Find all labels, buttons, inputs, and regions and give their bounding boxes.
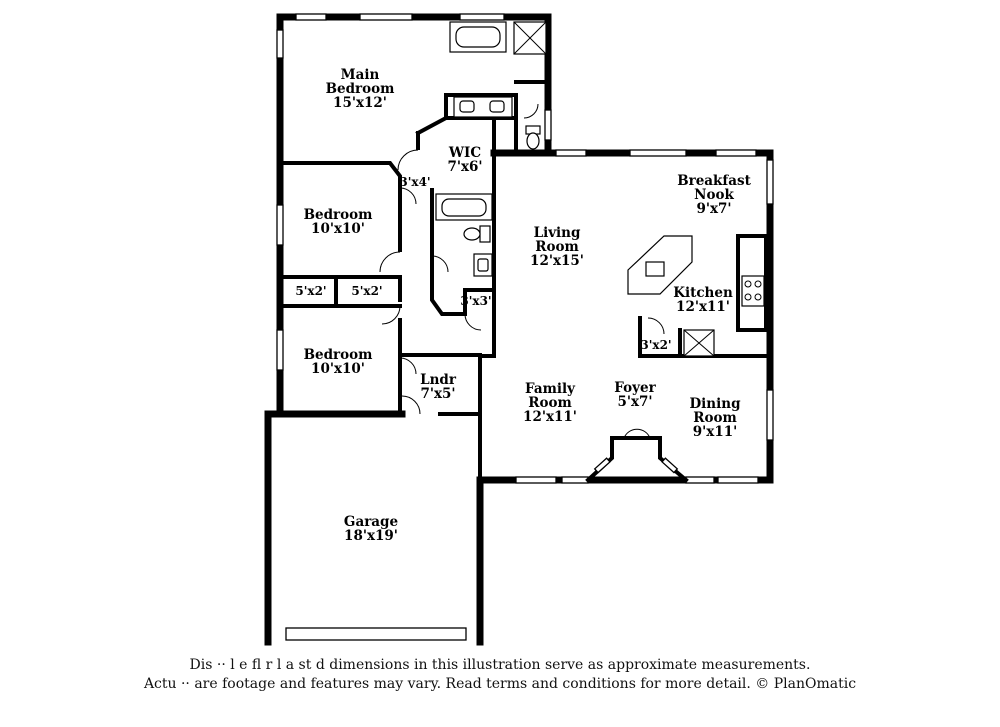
disclaimer-line-1: Dis ·· l e fl r l a st d dimensions in t… <box>189 657 811 673</box>
garage-door <box>285 627 467 641</box>
room-bedroom-1: Bedroom 10'x10' <box>304 208 373 236</box>
room-dimensions: 10'x10' <box>311 361 365 377</box>
room-name: WIC <box>448 145 482 161</box>
room-name: Breakfast <box>677 173 751 189</box>
doors <box>379 103 665 415</box>
room-wic: WIC 7'x6' <box>447 146 482 174</box>
room-dimensions: 12'x15' <box>530 253 584 269</box>
room-bedroom-2: Bedroom 10'x10' <box>304 348 373 376</box>
room-dimensions: 15'x12' <box>333 95 387 111</box>
room-dimensions: 7'x5' <box>420 386 456 402</box>
room-dimensions: 18'x19' <box>344 528 398 544</box>
room-laundry: Lndr 7'x5' <box>420 373 456 401</box>
room-kitchen: Kitchen 12'x11' <box>673 286 733 314</box>
room-closet-a: 5'x2' <box>295 284 327 298</box>
room-name: Bedroom <box>303 347 373 363</box>
room-name: Lndr <box>420 372 456 388</box>
disclaimer: Dis ·· l e fl r l a st d dimensions in t… <box>0 656 1000 694</box>
room-name: Main <box>340 67 380 83</box>
fixtures <box>435 21 765 357</box>
foyer-bay <box>585 428 689 483</box>
room-dimensions: 7'x6' <box>447 159 483 175</box>
room-breakfast-nook: Breakfast Nook 9'x7' <box>677 174 751 216</box>
room-name: Room <box>528 395 572 411</box>
room-dimensions: 9'x11' <box>692 424 738 440</box>
room-name: Garage <box>343 514 399 530</box>
room-name: Bedroom <box>325 81 395 97</box>
room-name: Room <box>535 239 579 255</box>
disclaimer-line-2: Actu ·· are footage and features may var… <box>143 676 857 692</box>
room-dimensions: 10'x10' <box>311 221 365 237</box>
room-main-bedroom: Main Bedroom 15'x12' <box>326 68 395 110</box>
room-dining-room: Dining Room 9'x11' <box>689 397 740 439</box>
room-name: Foyer <box>614 380 656 396</box>
room-name: Dining <box>689 396 741 412</box>
room-name: Nook <box>694 187 734 203</box>
room-name: Living <box>533 225 581 241</box>
room-dimensions: 12'x11' <box>523 409 577 425</box>
room-name: Kitchen <box>673 285 733 301</box>
room-foyer: Foyer 5'x7' <box>614 381 655 409</box>
room-dimensions: 5'x7' <box>617 394 653 410</box>
room-pantry: 3'x2' <box>640 338 672 352</box>
room-garage: Garage 18'x19' <box>344 515 398 543</box>
room-family-room: Family Room 12'x11' <box>523 382 577 424</box>
room-name: Family <box>525 381 575 397</box>
room-name: Room <box>693 410 737 426</box>
room-living-room: Living Room 12'x15' <box>530 226 584 268</box>
room-dimensions: 9'x7' <box>696 201 732 217</box>
room-closet-b: 5'x2' <box>351 284 383 298</box>
room-dimensions: 12'x11' <box>676 299 730 315</box>
room-bath-closet: 3'x3' <box>460 294 492 308</box>
room-name: Bedroom <box>303 207 373 223</box>
windows <box>276 13 774 484</box>
room-hall-closet: 3'x4' <box>399 175 431 189</box>
